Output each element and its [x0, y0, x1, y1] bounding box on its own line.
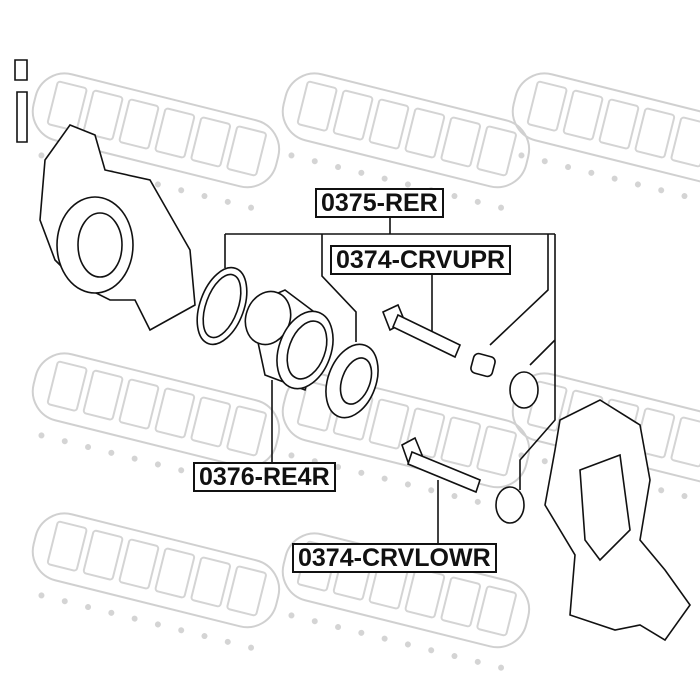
upper-guide-pin	[381, 303, 539, 409]
lower-guide-pin	[401, 436, 525, 524]
febest-watermark-logo	[281, 72, 531, 211]
lower-pin-part-number-label: 0374-CRVLOWR	[292, 543, 497, 573]
caliper-bracket	[544, 399, 691, 642]
piston-part-number-label: 0376-RE4R	[193, 462, 336, 492]
kit-part-number-label: 0375-RER	[315, 188, 444, 218]
dust-boot	[325, 343, 379, 419]
leader-lines	[224, 215, 556, 543]
seal-ring	[196, 266, 248, 346]
caliper-body	[14, 59, 196, 332]
febest-watermark-logo	[31, 512, 281, 651]
febest-watermark-logo	[511, 72, 700, 200]
piston	[244, 289, 334, 392]
upper-pin-part-number-label: 0374-CRVUPR	[330, 245, 512, 275]
